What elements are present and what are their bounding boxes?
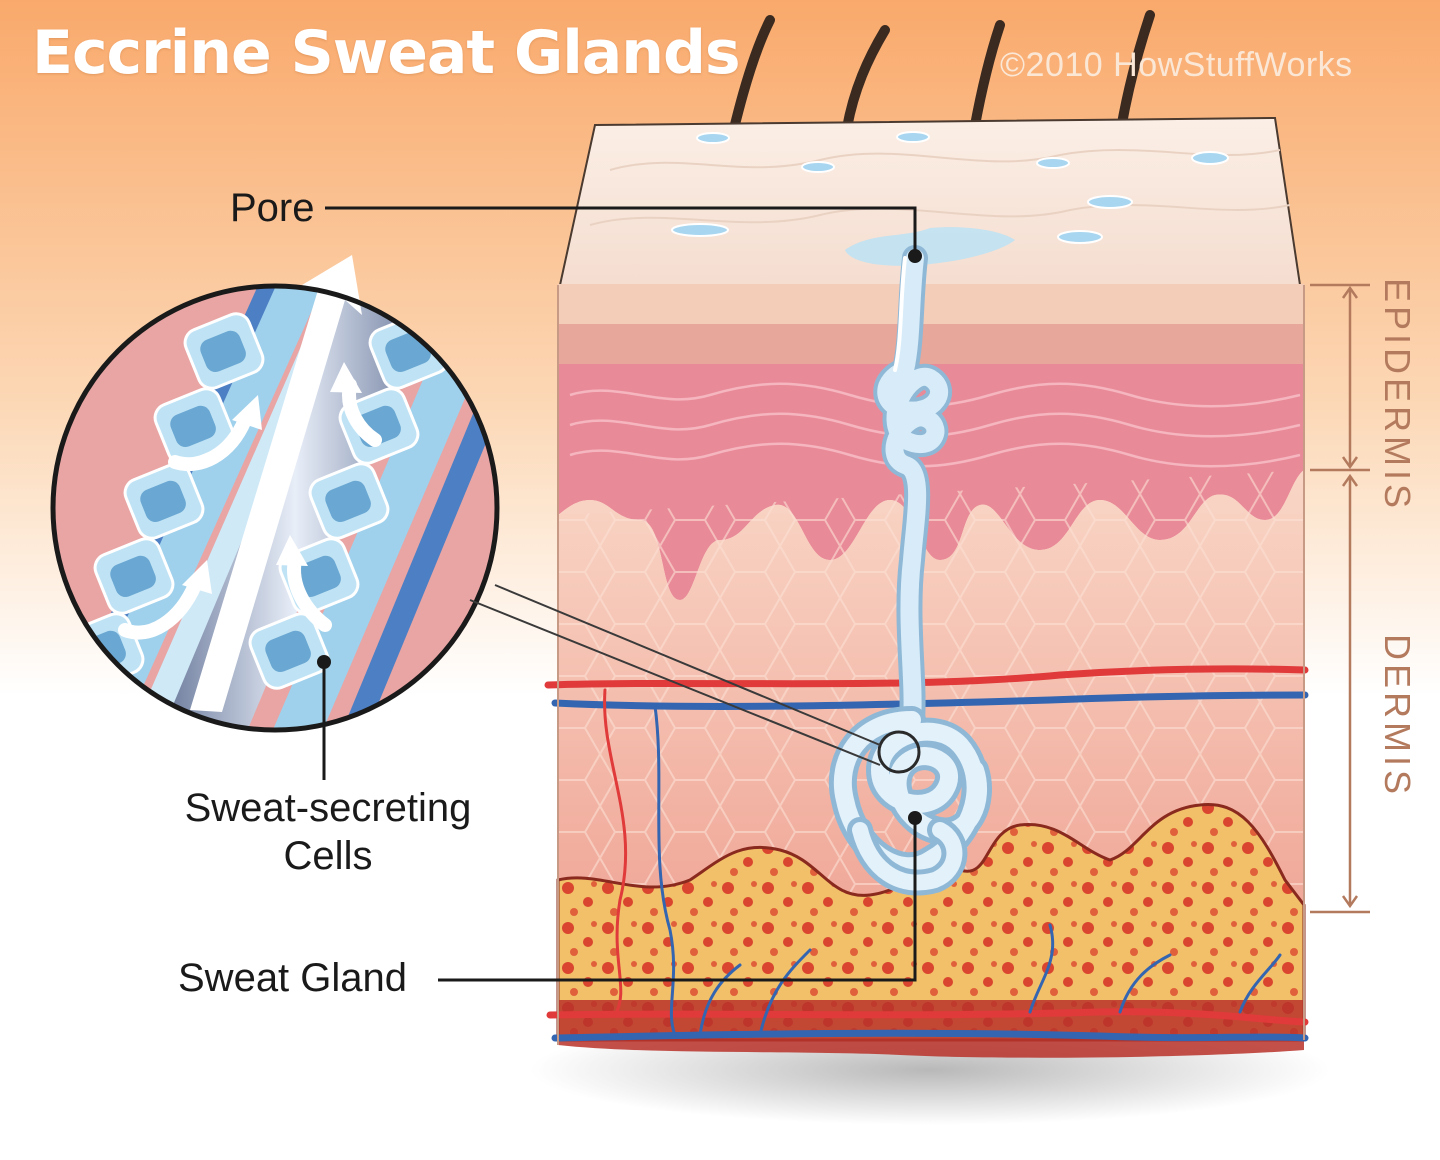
callout-dots	[317, 249, 922, 825]
gland-leader	[438, 818, 917, 982]
label-sweat-secreting-cells: Sweat-secreting Cells	[168, 784, 488, 880]
epidermis-outer	[558, 284, 1304, 324]
surface-texture	[589, 149, 1291, 226]
epidermis-basal	[558, 364, 1304, 600]
copyright-notice: ©2010 HowStuffWorks	[1000, 46, 1353, 84]
magnified-circle-border	[50, 283, 500, 733]
zoom-connector	[469, 584, 881, 766]
fat-base	[558, 1000, 1304, 1058]
callout-lines	[322, 206, 917, 982]
page-title: Eccrine Sweat Glands	[32, 18, 741, 88]
upward-flow-arrow	[190, 255, 362, 712]
layer-brackets	[1310, 283, 1370, 914]
label-sweat-cells-line1: Sweat-secreting	[184, 786, 472, 830]
artery-lower	[546, 1008, 1309, 1026]
vein-lower	[551, 1029, 1309, 1042]
label-sweat-cells-line2: Cells	[283, 834, 373, 878]
epidermis-band	[558, 324, 1304, 364]
magnified-cells-view	[53, 286, 497, 730]
vein-upper	[551, 691, 1309, 710]
sweat-duct	[873, 245, 952, 733]
gland-zoom-marker	[877, 730, 921, 774]
sweat-gland-coil	[828, 706, 992, 896]
pore-leader	[325, 206, 917, 255]
label-pore: Pore	[230, 186, 315, 230]
label-sweat-gland: Sweat Gland	[178, 956, 408, 1000]
label-dermis: DERMIS	[1377, 634, 1418, 799]
block-outline	[557, 285, 1305, 1045]
sweat-droplets	[671, 131, 1229, 244]
label-epidermis: EPIDERMIS	[1377, 278, 1418, 513]
pore-sweat-pool	[845, 227, 1015, 266]
